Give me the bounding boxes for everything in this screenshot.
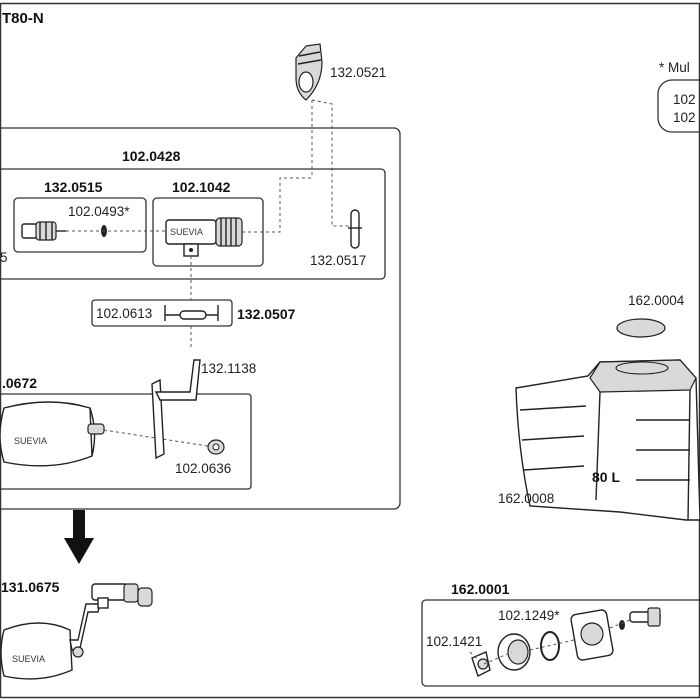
down-arrow-icon (64, 510, 94, 564)
inner-box (0, 168, 386, 280)
label-132-0517: 132.0517 (310, 253, 366, 268)
label-102-1042: 102.1042 (172, 179, 231, 195)
rod-132-0507 (164, 305, 219, 321)
valve-102-1042: SUEVIA (165, 217, 243, 257)
nut-102-0636 (207, 439, 225, 455)
label-102-0672: .0672 (2, 375, 37, 391)
tank-162-0008 (515, 359, 700, 521)
svg-text:SUEVIA: SUEVIA (170, 227, 203, 237)
tank-capacity-label: 80 L (592, 469, 620, 485)
group-box-102-0672 (0, 393, 252, 490)
note-label: * Mul (659, 60, 690, 75)
label-131-0675: 131.0675 (1, 579, 60, 595)
note-box (657, 79, 700, 133)
label-102-0636: 102.0636 (175, 461, 231, 476)
label-162-0001: 162.0001 (451, 581, 510, 597)
pin-132-0517 (348, 209, 362, 249)
label-162-0008: 162.0008 (498, 491, 554, 506)
label-102-0428: 102.0428 (122, 148, 181, 164)
label-162-0004: 162.0004 (628, 293, 685, 308)
label-132-0507: 132.0507 (237, 306, 296, 322)
svg-text:SUEVIA: SUEVIA (12, 654, 45, 664)
label-left-cut: 5 (0, 250, 8, 265)
label-102-1421: 102.1421 (426, 634, 482, 649)
clip-132-0521 (295, 43, 323, 101)
dispenser-102-0672: SUEVIA (0, 401, 105, 467)
assembly-131-0675: SUEVIA (0, 583, 153, 680)
label-132-1138: 132.1138 (201, 361, 256, 376)
link-drain-label (469, 651, 479, 661)
label-102-1249: 102.1249* (498, 608, 560, 623)
group-box-102-0428 (0, 127, 401, 510)
bracket-132-1138 (151, 359, 201, 460)
note-code-1: 102 (673, 92, 696, 107)
lid-162-0004 (616, 318, 666, 338)
pin-132-0515 (21, 221, 66, 241)
label-102-0493: 102.0493* (68, 204, 130, 219)
note-code-2: 102 (673, 110, 696, 125)
group-box-132-0507 (91, 299, 233, 327)
group-box-132-0515 (13, 197, 147, 253)
link-clip-right (311, 99, 350, 227)
link-valve-right (242, 177, 312, 233)
group-box-162-0001 (421, 599, 700, 687)
link-drain-axis (483, 619, 631, 665)
drain-parts (471, 607, 661, 677)
diagram-title: T80-N (2, 10, 44, 27)
svg-text:SUEVIA: SUEVIA (14, 436, 47, 446)
label-102-0613: 102.0613 (96, 306, 152, 321)
label-132-0521: 132.0521 (330, 65, 386, 80)
label-132-0515: 132.0515 (44, 179, 103, 195)
